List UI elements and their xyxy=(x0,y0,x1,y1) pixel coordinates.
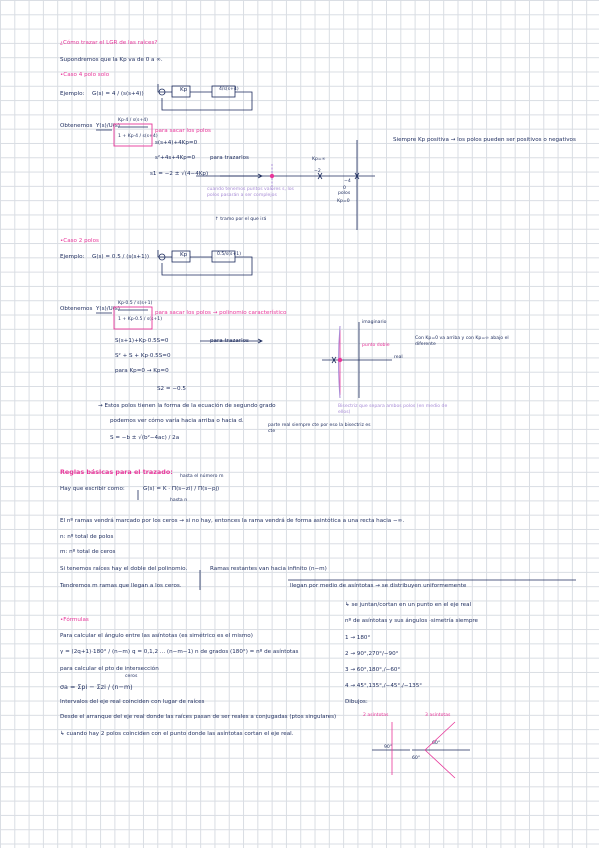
case2-cond-note: Con Kp=0 va arriba y con Kp=∞ abajo el d… xyxy=(415,336,509,348)
rules-sejuntan: ↳ se juntan/cortan en un punto en el eje… xyxy=(345,602,472,608)
case2-podemos: podemos ver cómo varía hacia arriba o ha… xyxy=(110,418,244,424)
case2-para-polos: para sacar los polos → polinomio caracte… xyxy=(155,310,287,316)
asint-4: 4 → 45°,135°,/−45°,/−135° xyxy=(345,683,423,689)
rules-ramas-inf: Si tenemos raíces hay el doble del polin… xyxy=(60,566,188,572)
case2-eq-num: Kp·0.5 / s(s+1) xyxy=(118,301,153,306)
rules-sigma: σa = Σpi − Σzi / (n−m) xyxy=(60,683,133,691)
rules-gs: G(s) = K · Π(s−zi) / Π(s−pj) xyxy=(143,486,220,492)
rules-doble: ↳ cuando hay 2 polos coinciden con el pu… xyxy=(60,731,294,737)
assumption-text: Supondremos que la Kp va de 0 a ∞. xyxy=(60,57,163,63)
case2-bisectriz-note: Bisectriz que separa ambos polos (en med… xyxy=(338,404,448,416)
case1-heading: •Caso 4 polo solo xyxy=(60,72,110,78)
rules-hasta-n: hasta n xyxy=(170,498,188,503)
case1-roots: s1 = −2 ± √(4−4Kp) xyxy=(150,171,209,177)
dibujo-ang-90: 90° xyxy=(384,745,393,750)
rules-llegan: llegan por medio de asíntotas → se distr… xyxy=(290,583,467,589)
case2-bisectriz xyxy=(338,325,341,399)
case1-eq-den: 1 + Kp·4 / s(s+4) xyxy=(118,134,158,139)
asint-2: 2 → 90°,270°/−90° xyxy=(345,651,399,657)
case2-example-label: Ejemplo: xyxy=(60,254,85,260)
case2-formula: S = −b ± √(b²−4ac) / 2a xyxy=(110,435,180,441)
case1-para-trazarlos: para trazarlos xyxy=(210,155,249,161)
case1-example-label: Ejemplo: xyxy=(60,91,85,97)
rules-q-def: q = 0,1,2 ... (n−m−1) xyxy=(132,649,194,655)
case1-quadratic: s²+4s+4Kp=0 xyxy=(155,155,196,161)
case2-imag-label: imaginario xyxy=(362,320,387,325)
dibujos-label: Dibujos: xyxy=(345,699,368,705)
case2-s2: S2 = −0.5 xyxy=(157,386,186,392)
case2-punto-doble: punto doble xyxy=(362,343,390,348)
rules-title: Reglas básicas para el trazado: xyxy=(60,468,173,476)
case2-obtenemos: Obtenemos xyxy=(60,306,93,312)
asint-1: 1 → 180° xyxy=(345,635,371,641)
rules-nasint: nº de asíntotas y sus ángulos ·simetría … xyxy=(345,618,478,624)
rules-ceros: ceros xyxy=(125,674,138,679)
case2-eq-den: 1 + Kp·0.5 / s(s+1) xyxy=(118,317,162,322)
case2-heading: •Caso 2 polos xyxy=(60,238,99,244)
case2-char2: S² + S + Kp·0.5S=0 xyxy=(115,353,171,359)
rules-ramas-inf2: Ramas restantes van hacia infinito (n−m) xyxy=(210,566,327,572)
case2-block-k: Kp xyxy=(180,252,188,258)
case2-parte-real: parte real siempre cte por eso la bisect… xyxy=(268,423,371,435)
case2-formula-note: → Estos polos tienen la forma de la ecua… xyxy=(98,403,276,409)
rules-m-def: m: nº total de ceros xyxy=(60,549,116,555)
dibujo-3-label: 3 asíntotas xyxy=(425,713,451,718)
case1-zero: 0 xyxy=(343,186,346,191)
case2-para-trazarlos: para trazarlos xyxy=(210,338,249,344)
rules-escribir: Hay que escribir como: xyxy=(60,486,125,492)
case1-minus2: −2 xyxy=(314,169,321,174)
rules-hasta-m: hasta el número m xyxy=(180,474,224,479)
case1-block-k: Kp xyxy=(180,87,188,93)
dibujo-ang-60b: 60° xyxy=(412,756,421,761)
rules-para-int: para calcular el pto de intersección xyxy=(60,666,159,672)
rules-nramas: El nº ramas vendrá marcado por los ceros… xyxy=(60,518,405,524)
dibujo-ang-60: 60° xyxy=(432,741,441,746)
case1-siempre-note: Siempre Kp positiva → los polos pueden s… xyxy=(393,137,576,143)
rules-desde: Desde el arranque del eje real donde las… xyxy=(60,714,337,720)
case2-example-expr: G(s) = 0.5 / (s(s+1)) xyxy=(92,254,149,260)
case2-char1: S(s+1)+Kp·0.5S=0 xyxy=(115,338,169,344)
case2-fraction: Y(s)/U(s) xyxy=(96,306,120,312)
case1-kp-inf: Kp=∞ xyxy=(312,157,326,162)
case1-kp0: Kp=0 xyxy=(337,199,350,204)
case1-obtenemos: Obtenemos xyxy=(60,123,93,129)
page-title: ¿Cómo trazar el LGR de las raíces? xyxy=(60,40,158,46)
case1-block-g: 4/s(s+4) xyxy=(219,87,239,92)
rules-intervalos: Intervalos del eje real coinciden con lu… xyxy=(60,699,205,705)
case1-para-polos: para sacar los polos xyxy=(155,128,211,134)
case2-block-g: 0.5/s(s+1) xyxy=(217,252,241,257)
case1-minus4: −4 xyxy=(344,179,351,184)
asint-3: 3 → 60°,180°,/−60° xyxy=(345,667,401,673)
dibujo-2-label: 2 asíntotas xyxy=(363,713,389,718)
case1-char-eq: s(s+4)+4Kp=0 xyxy=(155,140,198,146)
rules-gamma: γ = (2q+1)·180° / (n−m) xyxy=(60,649,131,655)
rules-formulas: •Fórmulas xyxy=(60,617,89,623)
case1-lavender-note: cuando tenemos puntos valores s, los pol… xyxy=(207,187,294,199)
rules-tenemos: Tendremos m ramas que llegan a los ceros… xyxy=(60,583,182,589)
rules-calcular: Para calcular el ángulo entre las asínto… xyxy=(60,633,253,639)
case1-eq-num: Kp·4 / s(s+4) xyxy=(118,118,148,123)
case2-real-label: real xyxy=(394,355,403,360)
case1-polos: polos xyxy=(338,191,351,196)
rules-n-def: n: nº total de polos xyxy=(60,534,114,540)
case2-kp0: para Kp=0 → Kp=0 xyxy=(115,368,169,374)
case1-fraction: Y(s)/U(s) xyxy=(96,123,120,129)
rules-ngrados: n de grados (180°) = nº de asíntotas xyxy=(195,649,299,655)
case1-tramo: ↑ tramo por el que irá xyxy=(215,217,267,222)
case1-example-expr: G(s) = 4 / (s(s+4)) xyxy=(92,91,144,97)
